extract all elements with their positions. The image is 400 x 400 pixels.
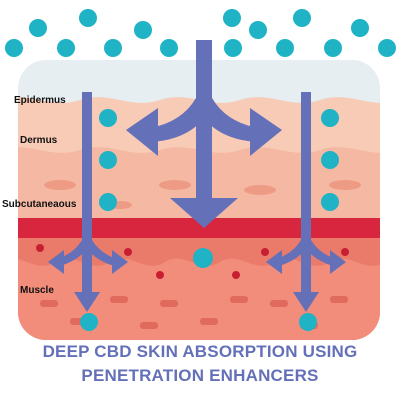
- blood-vessel-band: [18, 218, 380, 240]
- epidermis-label: Epidermus: [14, 95, 66, 106]
- subcutaneous-label: Subcutaneaous: [2, 199, 77, 210]
- central-arrow-right-branch: [198, 98, 258, 142]
- cbd-particles-absorbed: [80, 109, 339, 331]
- dermis-label: Dermus: [20, 135, 58, 146]
- central-arrow-down-head: [170, 198, 238, 228]
- central-arrow-left-branch: [150, 98, 210, 142]
- caption-line-2: PENETRATION ENHANCERS: [81, 366, 319, 385]
- right-arrow-shaft: [301, 92, 311, 297]
- left-arrow-shaft: [82, 92, 92, 297]
- muscle-label: Muscle: [20, 285, 54, 296]
- muscle-wave: [18, 258, 380, 340]
- right-arrow-head: [293, 292, 319, 312]
- diagram-caption: DEEP CBD SKIN ABSORPTION USING PENETRATI…: [0, 340, 400, 388]
- cbd-particles-surface: [5, 9, 396, 57]
- central-arrow-trunk: [196, 40, 212, 140]
- left-arrow-head: [74, 292, 100, 312]
- penetration-arrows: [48, 40, 346, 312]
- blood-dots: [36, 244, 349, 279]
- caption-line-1: DEEP CBD SKIN ABSORPTION USING: [42, 342, 358, 361]
- central-arrow-down-shaft: [196, 138, 212, 200]
